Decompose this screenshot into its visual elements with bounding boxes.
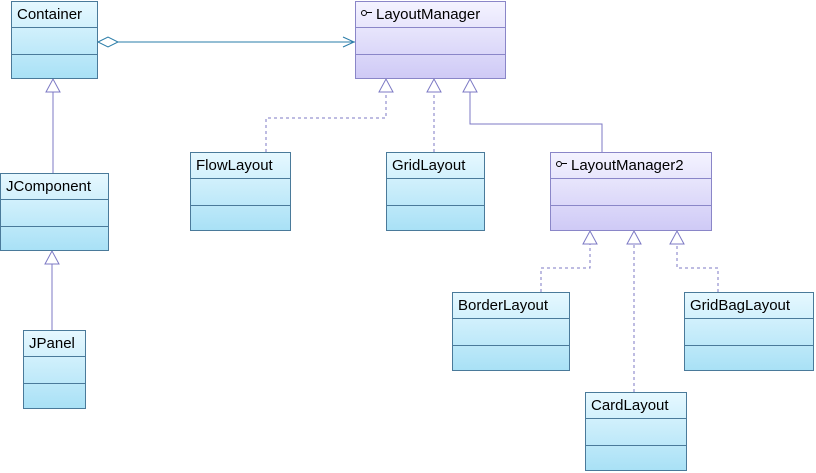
interface-layoutmanager2[interactable]: LayoutManager2 — [550, 152, 712, 231]
realization-arrowhead — [626, 229, 642, 245]
operations-compartment — [551, 206, 711, 232]
operations-compartment — [685, 346, 813, 372]
class-gridbaglayout[interactable]: GridBagLayout — [684, 292, 814, 371]
class-name: JPanel — [24, 331, 85, 357]
operations-compartment — [586, 446, 686, 472]
operations-compartment — [12, 55, 97, 80]
class-gridlayout[interactable]: GridLayout — [386, 152, 485, 231]
attributes-compartment — [356, 28, 505, 55]
class-name: GridBagLayout — [685, 293, 813, 319]
aggregation-diamond — [96, 36, 120, 48]
generalization-layoutmanager2-layoutmanager — [469, 92, 603, 152]
operations-compartment — [356, 55, 505, 80]
attributes-compartment — [453, 319, 569, 346]
realization-arrowhead — [669, 229, 685, 245]
attributes-compartment — [12, 28, 97, 55]
realization-borderlayout-layoutmanager2 — [540, 244, 591, 292]
attributes-compartment — [551, 179, 711, 206]
class-name: BorderLayout — [453, 293, 569, 319]
class-name: LayoutManager — [356, 2, 505, 28]
realization-gridbaglayout-layoutmanager2 — [676, 244, 719, 292]
generalization-arrowhead — [44, 249, 60, 265]
class-cardlayout[interactable]: CardLayout — [585, 392, 687, 471]
operations-compartment — [24, 384, 85, 410]
realization-arrowhead — [426, 77, 442, 93]
realization-arrowhead — [378, 77, 394, 93]
class-borderlayout[interactable]: BorderLayout — [452, 292, 570, 371]
realization-arrowhead — [582, 229, 598, 245]
operations-compartment — [1, 227, 108, 252]
class-jpanel[interactable]: JPanel — [23, 330, 86, 409]
class-flowlayout[interactable]: FlowLayout — [190, 152, 291, 231]
operations-compartment — [387, 206, 484, 232]
interface-lollipop-icon — [556, 160, 567, 168]
class-name: Container — [12, 2, 97, 28]
realization-flowlayout-layoutmanager — [265, 92, 387, 152]
interface-name: LayoutManager — [376, 6, 481, 23]
attributes-compartment — [685, 319, 813, 346]
class-name: CardLayout — [586, 393, 686, 419]
generalization-arrowhead — [462, 77, 478, 93]
generalization-arrowhead — [45, 77, 61, 93]
operations-compartment — [191, 206, 290, 232]
class-name: GridLayout — [387, 153, 484, 179]
interface-name: LayoutManager2 — [571, 157, 684, 174]
interface-layoutmanager[interactable]: LayoutManager — [355, 1, 506, 79]
operations-compartment — [453, 346, 569, 372]
class-jcomponent[interactable]: JComponent — [0, 173, 109, 251]
attributes-compartment — [586, 419, 686, 446]
class-name: JComponent — [1, 174, 108, 200]
class-container[interactable]: Container — [11, 1, 98, 79]
attributes-compartment — [1, 200, 108, 227]
class-name: LayoutManager2 — [551, 153, 711, 179]
association-arrowhead — [342, 36, 356, 48]
attributes-compartment — [387, 179, 484, 206]
attributes-compartment — [191, 179, 290, 206]
interface-lollipop-icon — [361, 9, 372, 17]
attributes-compartment — [24, 357, 85, 384]
class-name: FlowLayout — [191, 153, 290, 179]
